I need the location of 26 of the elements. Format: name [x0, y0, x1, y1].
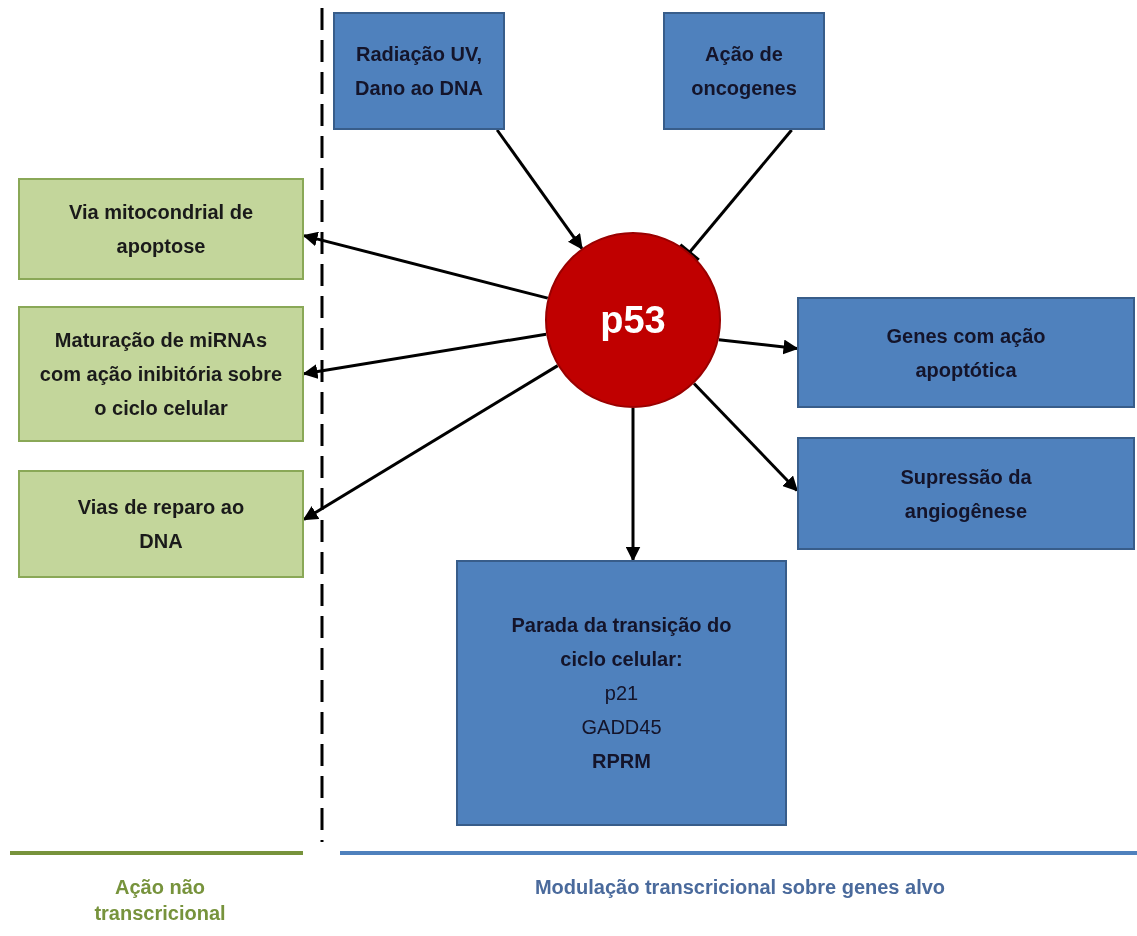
process-box — [18, 470, 304, 578]
arrow — [625, 408, 641, 562]
inhibition-line — [678, 129, 793, 262]
process-box — [18, 178, 304, 280]
box-label: Genes com ação apoptótica — [885, 323, 1047, 383]
process-box — [18, 306, 304, 442]
section-label: Modulação transcricional sobre genes alvo — [533, 875, 947, 900]
box-label: Ação de oncogenes — [690, 42, 798, 101]
box-label: Maturação de miRNAs com ação inibitória sobre o ciclo celular — [38, 328, 284, 421]
box-label: Supressão da angiogênese — [899, 464, 1033, 524]
process-box — [797, 437, 1135, 550]
process-box — [333, 12, 505, 130]
box-label: GADD45 — [581, 715, 662, 740]
arrow — [495, 129, 584, 250]
process-box — [797, 297, 1135, 408]
section-label: Ação não transcricional — [93, 875, 227, 926]
box-label: RPRM — [592, 749, 651, 774]
box-label: Vias de reparo ao DNA — [76, 495, 246, 554]
process-box — [456, 560, 787, 826]
box-label: p21 — [604, 681, 639, 706]
box-label: Radiação UV, Dano ao DNA — [354, 42, 484, 101]
box-label: Parada da transição do ciclo celular: — [510, 613, 733, 672]
arrow — [692, 382, 799, 492]
arrow — [718, 338, 799, 355]
process-box — [663, 12, 825, 130]
box-label: Via mitocondrial de apoptose — [67, 200, 255, 259]
